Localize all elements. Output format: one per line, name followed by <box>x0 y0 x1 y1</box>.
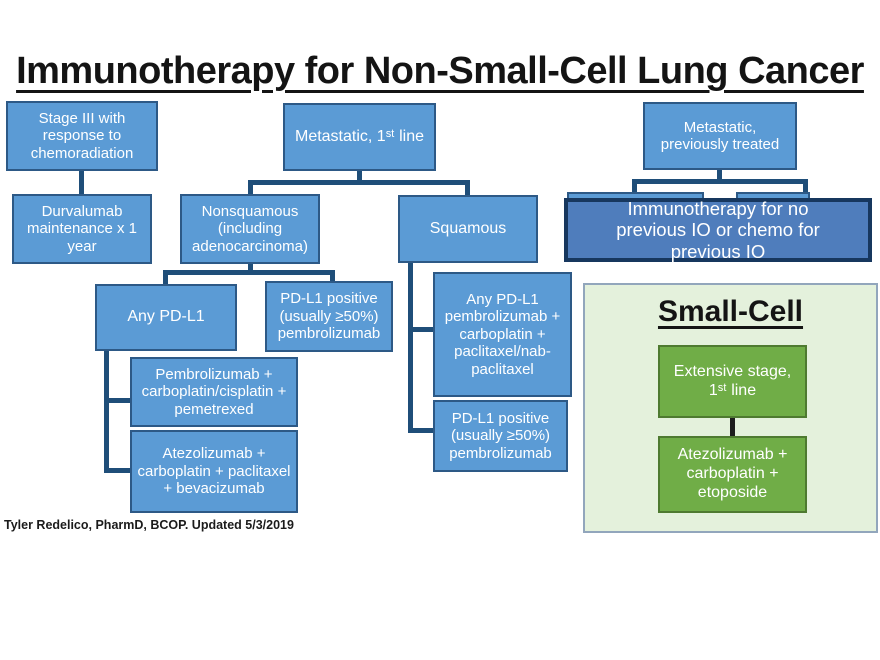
node-durvalumab-maintenance: Durvalumab maintenance x 1 year <box>12 194 152 264</box>
node-label: Metastatic, previously treated <box>660 118 780 153</box>
node-extensive-stage: Extensive stage, 1ˢᵗ line <box>658 345 807 418</box>
connector-anypdl1-bracket <box>104 350 109 473</box>
connector-metprev-right <box>803 179 808 196</box>
connector-met1l-to-squamous <box>465 180 470 196</box>
node-metastatic-previously-treated: Metastatic, previously treated <box>643 102 797 170</box>
connector-met1l-stem <box>357 169 362 184</box>
connector-nonsquamous-to-pdl1pos <box>330 270 335 282</box>
node-atezolizumab-combo: Atezolizumab + carboplatin + paclitaxel … <box>130 430 298 513</box>
connector-met1l-to-nonsquamous <box>248 180 253 195</box>
node-pembrolizumab-combo: Pembrolizumab + carboplatin/cisplatin + … <box>130 357 298 427</box>
node-squamous: Squamous <box>398 195 538 263</box>
connector-squamous-to-pdl1pos <box>408 428 434 433</box>
node-label: Atezolizumab + carboplatin + etoposide <box>677 446 788 501</box>
connector-anypdl1-to-atezolizumab <box>104 468 131 473</box>
connector-anypdl1-to-pembrolizumab <box>104 398 131 403</box>
node-label: PD-L1 positive (usually ≥50%) pembrolizu… <box>449 409 552 462</box>
node-pdl1-positive-nonsquamous: PD-L1 positive (usually ≥50%) pembrolizu… <box>265 281 393 352</box>
node-label: Any PD-L1 pembrolizumab + carboplatin + … <box>444 291 561 378</box>
node-label: Extensive stage, 1ˢᵗ line <box>673 362 792 399</box>
node-metastatic-first-line: Metastatic, 1ˢᵗ line <box>283 103 436 171</box>
node-label: Any PD-L1 <box>127 308 205 326</box>
small-cell-panel: Small-Cell Extensive stage, 1ˢᵗ line Ate… <box>583 283 878 533</box>
node-label: Durvalumab maintenance x 1 year <box>26 202 138 255</box>
node-io-previous-treatment: Immunotherapy for no previous IO or chem… <box>564 198 872 262</box>
page-title: Immunotherapy for Non-Small-Cell Lung Ca… <box>16 50 864 92</box>
node-label: Atezolizumab + carboplatin + paclitaxel … <box>137 445 291 498</box>
node-label: PD-L1 positive (usually ≥50%) pembrolizu… <box>277 290 381 343</box>
node-any-pdl1-squamous: Any PD-L1 pembrolizumab + carboplatin + … <box>433 272 572 397</box>
node-nonsquamous: Nonsquamous (including adenocarcinoma) <box>180 194 320 264</box>
connector-nonsquamous-stem <box>248 263 253 274</box>
connector-metprev-left <box>632 179 637 196</box>
connector-met1l-crossbar <box>248 180 470 185</box>
node-label: Nonsquamous (including adenocarcinoma) <box>192 202 308 255</box>
node-atezolizumab-etoposide: Atezolizumab + carboplatin + etoposide <box>658 436 807 513</box>
small-cell-heading: Small-Cell <box>657 295 804 328</box>
connector-extensive-to-regimen <box>730 418 735 436</box>
node-label: Squamous <box>429 219 507 237</box>
node-label: Stage III with response to chemoradiatio… <box>30 109 134 162</box>
node-any-pdl1: Any PD-L1 <box>95 284 237 351</box>
node-label: Metastatic, 1ˢᵗ line <box>294 127 424 145</box>
node-label: Pembrolizumab + carboplatin/cisplatin + … <box>141 365 287 418</box>
author-credit: Tyler Redelico, PharmD, BCOP. Updated 5/… <box>4 518 294 532</box>
connector-squamous-to-anypdl1 <box>408 327 434 332</box>
node-pdl1-positive-squamous: PD-L1 positive (usually ≥50%) pembrolizu… <box>433 400 568 472</box>
connector-squamous-bracket <box>408 262 413 433</box>
connector-stage3-durvalumab <box>79 169 84 195</box>
connector-nonsquamous-crossbar <box>163 270 335 275</box>
node-stage3-chemoradiation: Stage III with response to chemoradiatio… <box>6 101 158 171</box>
connector-nonsquamous-to-anypdl1 <box>163 270 168 285</box>
node-label: Immunotherapy for no previous IO or chem… <box>616 197 820 262</box>
connector-metprev-crossbar <box>632 179 808 184</box>
connector-metprev-stem <box>717 168 722 183</box>
